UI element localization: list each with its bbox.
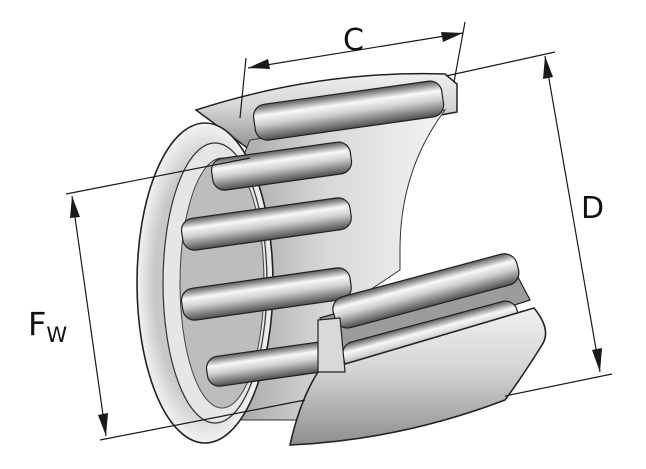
outer-shell-lower xyxy=(288,307,547,446)
dim-c-ext-left xyxy=(239,57,247,119)
dim-fw-arrow-bottom xyxy=(98,413,108,436)
dim-c-ext-right xyxy=(453,21,466,83)
dim-fw-ext-top xyxy=(65,157,251,195)
dim-d-arrow-bottom xyxy=(592,348,602,372)
dim-d-ext-top xyxy=(445,51,556,77)
dim-d-ext-bottom xyxy=(504,373,613,397)
roller xyxy=(210,141,353,191)
bearing-illustration xyxy=(136,72,547,446)
dimension-lines xyxy=(65,21,613,441)
dim-fw-ext-bottom xyxy=(99,399,306,441)
dim-d-arrow-top xyxy=(543,56,553,79)
roller xyxy=(332,253,520,329)
label-fw-main: F xyxy=(28,305,46,343)
dim-c-line xyxy=(247,32,464,69)
roller xyxy=(252,80,445,141)
dim-fw-arrow-top xyxy=(70,196,80,218)
label-d: D xyxy=(581,191,604,226)
label-fw-subscript: W xyxy=(46,323,67,347)
roller xyxy=(180,197,352,251)
label-c: C xyxy=(343,23,364,58)
roller xyxy=(180,267,352,321)
rollers-upper xyxy=(180,80,445,387)
shell-lip xyxy=(317,317,346,373)
dim-c-arrow-right xyxy=(441,32,463,42)
dim-c-arrow-left xyxy=(248,59,270,69)
dim-d-line xyxy=(544,55,601,373)
dim-fw-line xyxy=(71,195,107,437)
label-fw: FW xyxy=(28,305,67,347)
